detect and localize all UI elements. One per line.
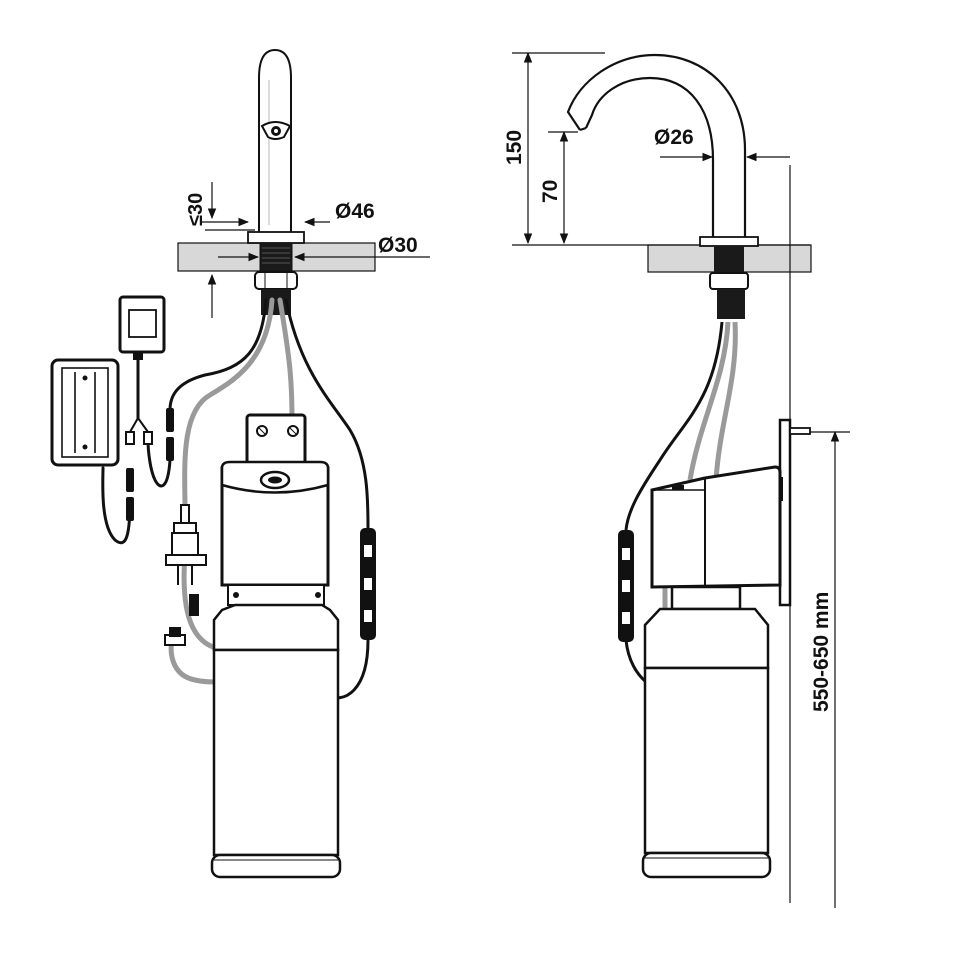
side-control-unit-icon <box>650 465 782 589</box>
dim-height-max-30: ≤30 <box>185 193 207 226</box>
front-cables <box>101 298 370 700</box>
front-base-flange <box>247 231 305 244</box>
water-tank-icon <box>210 603 342 879</box>
dim-mount-height: 550-650 mm <box>810 592 833 712</box>
sensor-eye-icon <box>260 121 292 140</box>
dim-height-150: 150 <box>503 130 526 165</box>
side-view <box>512 51 850 908</box>
side-cable-coupling-icon <box>618 530 634 642</box>
power-adapter-icon <box>118 295 166 360</box>
side-dimensions <box>512 51 850 908</box>
front-view <box>50 48 430 879</box>
front-nut <box>254 271 298 290</box>
side-nut <box>709 272 749 290</box>
solenoid-valve-icon <box>164 504 207 646</box>
front-shank <box>259 242 293 272</box>
cable-splitter-icon <box>125 417 153 445</box>
side-water-tank-icon <box>641 585 772 879</box>
dim-diameter-30: Ø30 <box>378 234 418 257</box>
side-base-flange <box>699 236 759 247</box>
dim-height-70: 70 <box>539 180 562 203</box>
front-dimensions <box>202 182 430 318</box>
cable-coupling-icon <box>360 528 376 640</box>
cable-connectors <box>126 408 174 521</box>
control-unit-icon <box>220 460 330 606</box>
dim-diameter-26: Ø26 <box>654 126 694 149</box>
battery-box-icon <box>50 358 120 467</box>
front-spout <box>258 48 292 232</box>
dim-diameter-46: Ø46 <box>335 200 375 223</box>
side-spout <box>566 53 747 237</box>
